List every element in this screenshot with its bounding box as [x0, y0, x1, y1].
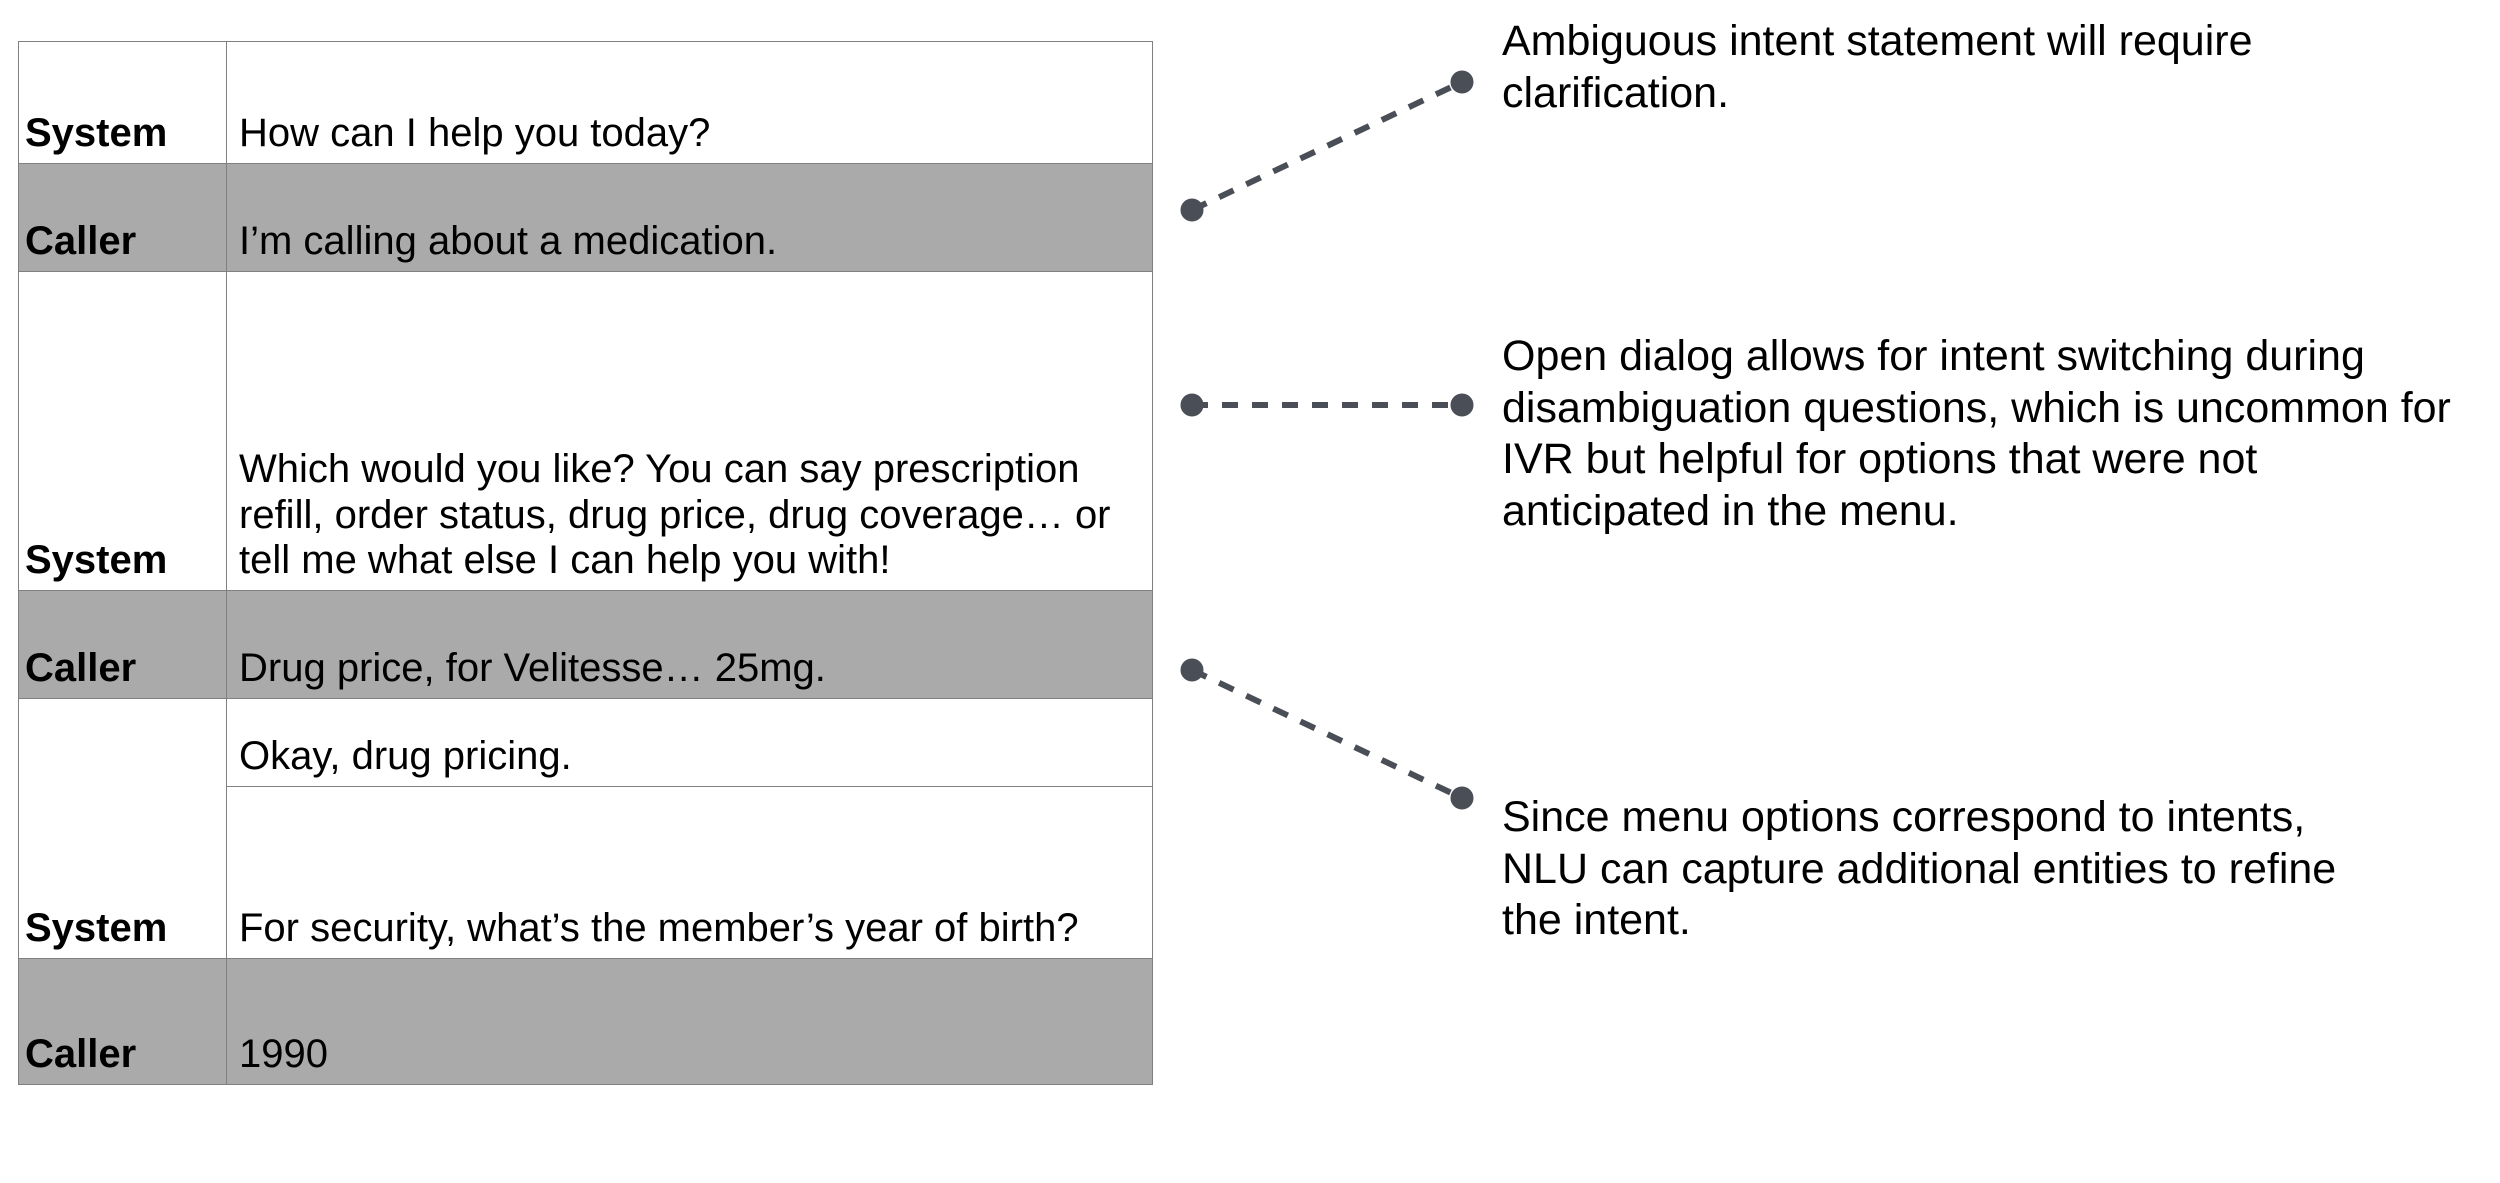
connector-line-3	[1180, 658, 1474, 810]
speaker-label: Caller	[18, 958, 227, 1085]
table-row: Caller I’m calling about a medication.	[18, 163, 1153, 272]
utterance-text: Okay, drug pricing.	[226, 698, 1153, 787]
table-row: System How can I help you today?	[18, 41, 1153, 164]
table-row: Caller Drug price, for Velitesse… 25mg.	[18, 590, 1153, 699]
table-row: System Okay, drug pricing.	[18, 698, 1153, 959]
table-row: For security, what’s the member’s year o…	[19, 786, 1153, 959]
speaker-label: Caller	[18, 163, 227, 272]
connector-line-2	[1180, 393, 1474, 417]
annotation-note-open-dialog: Open dialog allows for intent switching …	[1502, 332, 2451, 535]
speaker-label: System	[18, 271, 227, 591]
speaker-label: System	[18, 698, 227, 959]
utterance-text: Drug price, for Velitesse… 25mg.	[226, 590, 1153, 699]
speaker-label: Caller	[18, 590, 227, 699]
utterance-text: I’m calling about a medication.	[226, 163, 1153, 272]
connector-line-1	[1180, 70, 1474, 222]
utterance-text: How can I help you today?	[226, 41, 1153, 164]
annotation-note-nlu-entities: Since menu options correspond to intents…	[1502, 793, 2337, 945]
annotation-note-ambiguous-intent: Ambiguous intent statement will require …	[1502, 17, 2253, 117]
dialog-transcript-table: System How can I help you today? Caller …	[18, 41, 1153, 1085]
table-row: System Which would you like? You can say…	[18, 271, 1153, 591]
speaker-label: System	[18, 41, 227, 164]
table-row: Caller 1990	[18, 958, 1153, 1085]
utterance-text: For security, what’s the member’s year o…	[226, 786, 1153, 959]
utterance-text: 1990	[226, 958, 1153, 1085]
utterance-text: Which would you like? You can say prescr…	[226, 271, 1153, 591]
